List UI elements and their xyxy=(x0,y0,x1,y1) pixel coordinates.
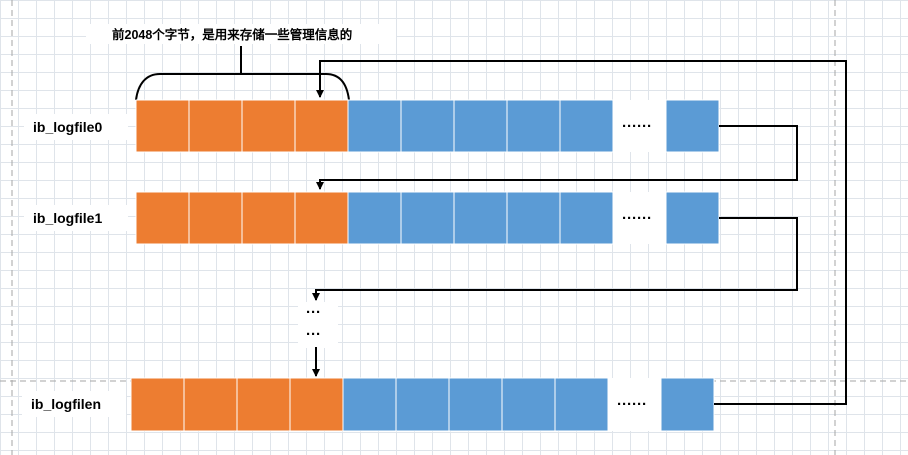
header-block xyxy=(241,191,296,245)
ellipsis-gap xyxy=(608,378,661,431)
block-ellipsis: ······ xyxy=(622,118,652,135)
header-block xyxy=(135,99,190,153)
data-block xyxy=(395,377,450,432)
header-blocks xyxy=(130,377,344,432)
logfile-row-1: ib_logfile1 ······ xyxy=(24,191,720,245)
header-block xyxy=(183,377,238,432)
data-block xyxy=(448,377,503,432)
data-block xyxy=(506,99,561,153)
header-block xyxy=(289,377,344,432)
connectors xyxy=(312,60,847,405)
data-block xyxy=(347,99,402,153)
data-block xyxy=(501,377,556,432)
note-text: 前2048个字节，是用来存储一些管理信息的 xyxy=(112,27,352,42)
data-block xyxy=(453,99,508,153)
data-blocks xyxy=(347,191,720,245)
file-label: ib_logfile0 xyxy=(33,119,102,135)
logfile-row-n: ib_logfilen ······ xyxy=(22,377,715,432)
file-label: ib_logfile1 xyxy=(33,210,102,226)
arrow-file0-to-file1 xyxy=(316,125,798,190)
data-block xyxy=(559,191,614,245)
data-block xyxy=(506,191,561,245)
ellipsis-gap xyxy=(613,192,666,244)
data-block xyxy=(665,191,720,245)
data-block xyxy=(342,377,397,432)
data-block xyxy=(660,377,715,432)
header-block xyxy=(294,99,349,153)
data-blocks xyxy=(342,377,715,432)
header-block xyxy=(241,99,296,153)
header-block xyxy=(130,377,185,432)
data-blocks xyxy=(347,99,720,153)
header-block xyxy=(294,191,349,245)
header-block xyxy=(188,191,243,245)
header-blocks xyxy=(135,99,349,153)
file-label: ib_logfilen xyxy=(31,396,101,412)
logfile-row-0: ib_logfile0 ······ xyxy=(24,99,720,153)
header-note: 前2048个字节，是用来存储一些管理信息的 xyxy=(86,24,396,101)
curly-brace xyxy=(135,73,350,101)
ellipsis-bg xyxy=(298,302,338,348)
header-blocks xyxy=(135,191,349,245)
arrow-filen-to-file0 xyxy=(316,60,847,405)
header-block xyxy=(135,191,190,245)
ellipsis-dots-2: ··· xyxy=(306,326,321,343)
data-block xyxy=(400,99,455,153)
header-block xyxy=(188,99,243,153)
data-block xyxy=(665,99,720,153)
data-block xyxy=(347,191,402,245)
ellipsis-gap xyxy=(613,100,666,152)
vertical-ellipsis: ··· ··· xyxy=(298,302,338,348)
block-ellipsis: ······ xyxy=(617,396,647,413)
note-label-bg xyxy=(86,24,396,44)
file-label-bg xyxy=(22,391,126,417)
data-block xyxy=(559,99,614,153)
file-label-bg xyxy=(24,114,128,140)
data-block xyxy=(400,191,455,245)
data-block xyxy=(453,191,508,245)
block-ellipsis: ······ xyxy=(622,210,652,227)
file-label-bg xyxy=(24,205,128,231)
ellipsis-dots-1: ··· xyxy=(306,304,321,321)
data-block xyxy=(554,377,609,432)
arrow-file1-to-ellipsis xyxy=(312,217,798,301)
header-block xyxy=(236,377,291,432)
